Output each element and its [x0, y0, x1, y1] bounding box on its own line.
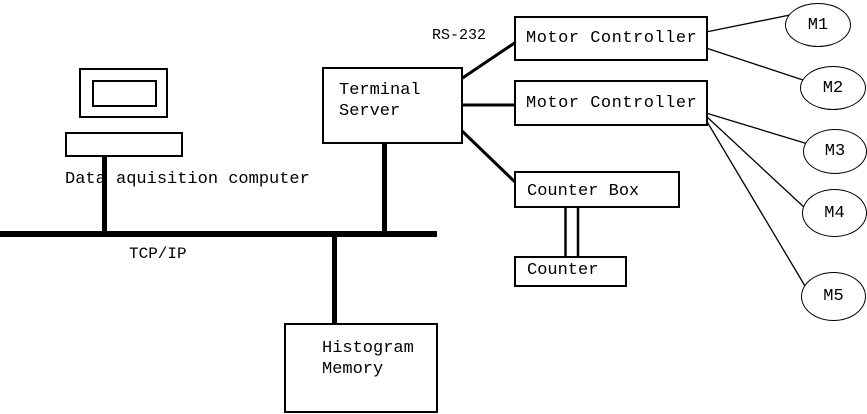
motor-controller-2-label: Motor Controller: [526, 93, 698, 113]
counter-label: Counter: [527, 261, 599, 280]
motor-controller-1-to-m2-line: [705, 47, 807, 82]
node-motor-m1: M1: [785, 3, 851, 47]
counter-box-label: Counter Box: [527, 182, 640, 201]
motor-controller-1-label: Motor Controller: [526, 29, 698, 48]
node-terminal-server: Terminal Server: [322, 67, 463, 144]
motor-m5-label: M5: [823, 287, 844, 306]
node-motor-controller-1: Motor Controller: [514, 16, 708, 61]
tcpip-bus-label: TCP/IP: [129, 245, 187, 263]
rs232-label: RS-232: [432, 27, 487, 44]
node-motor-controller-2: Motor Controller: [514, 80, 708, 126]
histogram-memory-label-line2: Memory: [322, 360, 384, 379]
node-motor-m3: M3: [803, 129, 867, 174]
node-counter-box: Counter Box: [514, 171, 680, 208]
node-motor-m4: M4: [802, 189, 867, 237]
terminal-server-to-motor-controller-1-line: [460, 40, 517, 81]
motor-controller-2-to-m3-line: [705, 112, 809, 145]
motor-controller-2-to-m4-line: [705, 115, 807, 210]
node-histogram-memory: Histogram Memory: [284, 323, 438, 413]
computer-screen-icon: [92, 80, 157, 107]
histogram-memory-label-line1: Histogram: [322, 339, 414, 358]
motor-controller-1-to-m1-line: [705, 14, 791, 33]
motor-m3-label: M3: [824, 142, 846, 161]
terminal-server-label-line2: Server: [339, 102, 401, 121]
motor-controller-2-to-m5-line: [705, 119, 806, 287]
computer-monitor-icon: [79, 68, 168, 118]
motor-m1-label: M1: [807, 15, 829, 35]
node-counter: Counter: [514, 256, 627, 287]
node-motor-m5: M5: [801, 272, 866, 321]
data-acquisition-computer-label: Data aquisition computer: [65, 170, 310, 189]
motor-m4-label: M4: [824, 203, 845, 223]
computer-base-icon: [65, 132, 183, 157]
terminal-server-to-counter-box-line: [459, 128, 518, 185]
terminal-server-label-line1: Terminal: [339, 81, 421, 100]
node-motor-m2: M2: [800, 66, 866, 110]
motor-m2-label: M2: [822, 78, 844, 98]
